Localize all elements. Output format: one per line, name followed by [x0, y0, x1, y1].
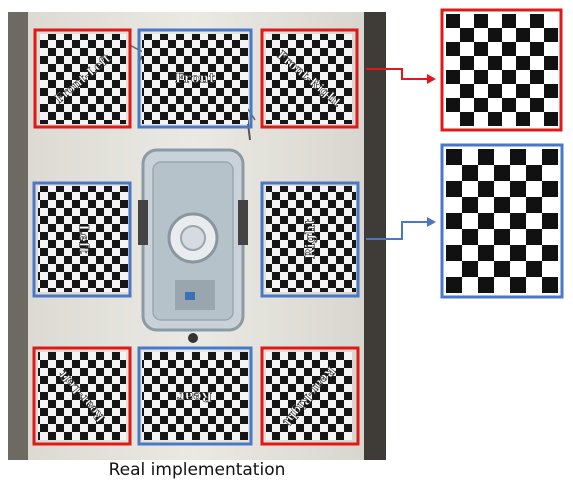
frame-left [32, 181, 132, 298]
board-rear-left: Rear-Left [38, 352, 126, 440]
board-left: Left [38, 186, 128, 292]
zoom-corner-square [516, 84, 530, 98]
zoom-side-square [526, 197, 542, 213]
board-right: Right [266, 186, 356, 292]
board-rear-right: Rear-Right [266, 352, 352, 440]
figure-caption: Real implementation [108, 460, 286, 480]
board-front: Front [142, 34, 248, 124]
zoom-corner-square [474, 42, 488, 56]
zoom-side-square [462, 229, 478, 245]
frame-front-right [260, 28, 359, 129]
zoom-corner-square [474, 14, 488, 28]
zoom-side-square [510, 245, 526, 261]
zoom-side-square [542, 149, 558, 165]
frame-rear-left [32, 346, 132, 446]
zoom-corner-square [544, 112, 558, 126]
zoom-corner-square [544, 28, 558, 42]
zoom-corner-square [446, 98, 460, 112]
zoom-corner-square [474, 70, 488, 84]
zoom-corner-square [488, 56, 502, 70]
frame-rear-right [260, 346, 360, 446]
zoom-side-square [542, 245, 558, 261]
zoom-corner-square [530, 70, 544, 84]
zoom-side-square [478, 213, 494, 229]
zoom-side-square [494, 165, 510, 181]
board-label-right: Right [304, 219, 319, 259]
arrow-side-to-zoom [366, 217, 436, 240]
zoom-side-square [510, 213, 526, 229]
board-front-left: Front-Left [40, 34, 126, 124]
zoom-corner-board [440, 8, 563, 132]
zoom-corner-square [488, 28, 502, 42]
zoom-side-square [542, 277, 558, 293]
board-rear: Rear [142, 352, 248, 440]
zoom-side-square [462, 197, 478, 213]
zoom-corner-square [502, 42, 516, 56]
zoom-corner-square [502, 70, 516, 84]
zoom-corner-square [488, 84, 502, 98]
floor-shadow-right [364, 12, 386, 460]
zoom-side-square [542, 213, 558, 229]
zoom-side-square [446, 277, 462, 293]
zoom-corner-square [516, 28, 530, 42]
zoom-side-square [510, 277, 526, 293]
zoom-corner-square [516, 56, 530, 70]
zoom-side-square [462, 261, 478, 277]
zoom-side-square [478, 245, 494, 261]
board-label-left: Left [76, 224, 91, 253]
board-label-front: Front [175, 72, 215, 87]
zoom-corner-square [446, 42, 460, 56]
zoom-corner-square [460, 28, 474, 42]
arrow-corner-to-zoom [366, 68, 436, 84]
zoom-corner-square [516, 112, 530, 126]
zoom-corner-square [502, 98, 516, 112]
zoom-side-square [446, 245, 462, 261]
zoom-side-square [494, 197, 510, 213]
zoom-side-square [510, 181, 526, 197]
zoom-corner-square [530, 42, 544, 56]
floor-shadow-left [8, 12, 28, 460]
vehicle [129, 39, 256, 343]
zoom-corner-square [530, 98, 544, 112]
zoom-corner-square [544, 84, 558, 98]
zoom-corner-square [460, 56, 474, 70]
zoom-side-square [446, 213, 462, 229]
zoom-side-square [446, 149, 462, 165]
board-label-rear: Rear [178, 389, 212, 404]
zoom-corner-square [446, 70, 460, 84]
zoom-corner-square [488, 112, 502, 126]
zoom-corner-square [446, 14, 460, 28]
zoom-side-square [478, 149, 494, 165]
zoom-corner-square [530, 14, 544, 28]
zoom-side-board [440, 143, 564, 299]
zoom-corner-square [544, 56, 558, 70]
zoom-side-square [526, 165, 542, 181]
zoom-side-square [510, 149, 526, 165]
zoom-side-square [478, 277, 494, 293]
board-front-right: Front-Right [266, 34, 352, 124]
zoom-corner-square [460, 112, 474, 126]
frame-front-left [33, 28, 132, 129]
frame-rear [137, 346, 253, 446]
zoom-side-square [542, 181, 558, 197]
zoom-side-square [494, 261, 510, 277]
zoom-side-square [526, 261, 542, 277]
frame-front [137, 28, 253, 129]
zoom-side-square [526, 229, 542, 245]
zoom-side-square [446, 181, 462, 197]
zoom-corner-square [460, 84, 474, 98]
zoom-side-square [494, 229, 510, 245]
zoom-side-square [462, 165, 478, 181]
zoom-side-square [478, 181, 494, 197]
zoom-corner-square [474, 98, 488, 112]
frame-right [260, 181, 360, 298]
zoom-corner-square [502, 14, 516, 28]
